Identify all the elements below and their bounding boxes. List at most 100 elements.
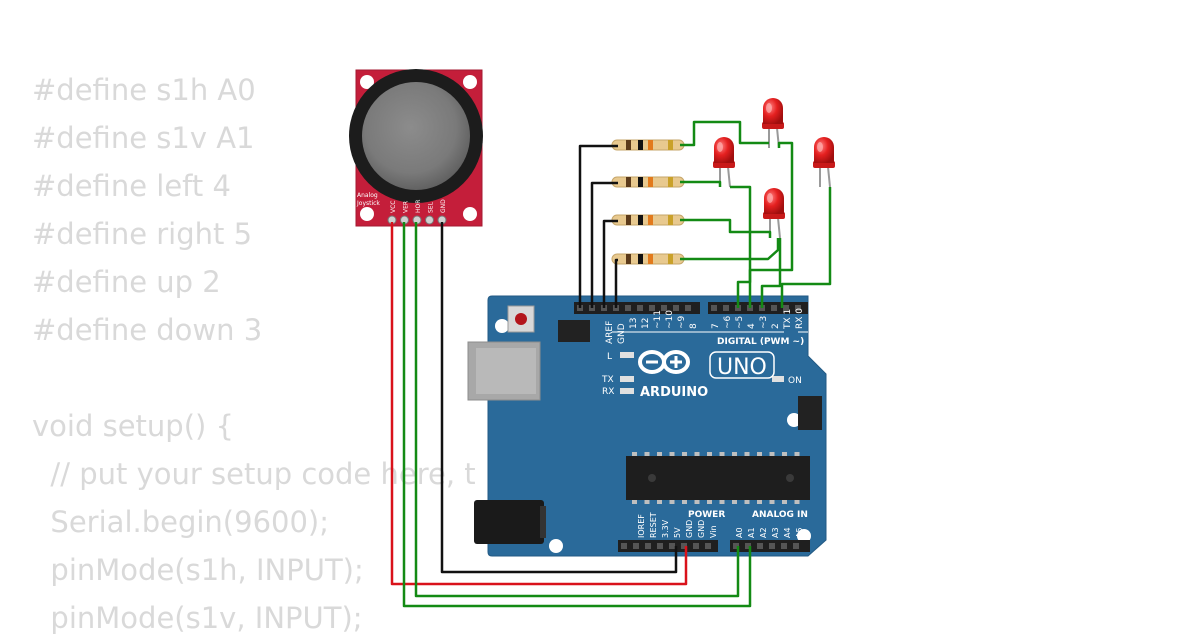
- resistor: [611, 176, 685, 188]
- header-pin: [649, 305, 655, 311]
- led-red: [812, 136, 836, 188]
- analog-pin-label: A4: [783, 527, 792, 538]
- wire-green: [680, 120, 769, 147]
- joystick-pin-label: GND: [440, 199, 447, 213]
- header-pin: [645, 543, 651, 549]
- analog-label: ANALOG IN: [752, 510, 808, 520]
- resistor: [611, 253, 685, 265]
- header-pin: [673, 305, 679, 311]
- resistor: [611, 139, 685, 151]
- header-pin: [793, 543, 799, 549]
- header-pin: [771, 305, 777, 311]
- power-pin-label: Vin: [709, 525, 718, 538]
- resistor: [611, 214, 685, 226]
- on-label: ON: [788, 376, 802, 386]
- gnd-label: GND: [617, 323, 627, 344]
- code-line: Serial.begin(9600);: [32, 505, 330, 539]
- pin-label: ~3: [759, 316, 769, 329]
- joystick-pin-label: HOR: [415, 200, 422, 213]
- code-line: #define right 5: [32, 217, 253, 251]
- led-red: [712, 136, 736, 188]
- arduino-logo-icon: [638, 350, 691, 374]
- analog-pin-label: A1: [747, 527, 756, 538]
- pin-label: 2: [771, 323, 781, 329]
- arduino-uno-board: ARDUINO UNO DIGITAL (PWM ~) ON L TX RX A…: [467, 295, 827, 557]
- pin-label: ~10: [665, 310, 675, 329]
- mount-hole: [549, 539, 563, 553]
- icsp-header: [558, 320, 822, 430]
- power-pin-label: RESET: [649, 512, 658, 538]
- power-pin-label: 3.3V: [661, 519, 670, 538]
- header-pin: [637, 305, 643, 311]
- analog-pin-label: A2: [759, 527, 768, 538]
- header-pin: [769, 543, 775, 549]
- header-pin: [621, 543, 627, 549]
- joystick-pin-label: VCC: [390, 201, 397, 213]
- pin-label: ~11: [653, 310, 663, 329]
- code-line: #define s1h A0: [32, 73, 256, 107]
- header-pin: [733, 543, 739, 549]
- pin-label: ~9: [677, 315, 687, 329]
- header-pin: [757, 543, 763, 549]
- header-pin: [661, 305, 667, 311]
- pin-label: 7: [711, 323, 721, 329]
- analog-pin-label: A5: [795, 527, 804, 538]
- pin-label: ~6: [723, 315, 733, 329]
- mount-hole: [495, 319, 509, 333]
- mount-hole: [797, 529, 811, 543]
- led-red: [761, 97, 785, 149]
- pin-label: 13: [629, 318, 639, 329]
- wire-black: [578, 144, 618, 308]
- header-pin: [723, 305, 729, 311]
- digital-label: DIGITAL (PWM ~): [717, 337, 804, 347]
- header-pin: [745, 543, 751, 549]
- header-pin: [657, 543, 663, 549]
- header-pin: [693, 543, 699, 549]
- header-pin: [781, 543, 787, 549]
- wire-green: [414, 222, 740, 598]
- joystick-knob: [362, 82, 470, 190]
- power-jack: [474, 500, 544, 544]
- joystick-label-2: Joystick: [356, 200, 380, 207]
- led-red: [762, 187, 786, 239]
- joystick-pin-label: SEL: [428, 201, 435, 213]
- pin-label: RX 0: [795, 308, 805, 329]
- wire-green: [760, 238, 782, 308]
- header-pin: [669, 543, 675, 549]
- code-line: #define up 2: [32, 265, 221, 299]
- pin-label: 8: [689, 323, 699, 329]
- tx-label: TX: [601, 375, 614, 385]
- code-line: #define s1v A1: [32, 121, 255, 155]
- wire-green: [680, 180, 722, 187]
- mount-hole: [787, 413, 801, 427]
- header-pin: [681, 543, 687, 549]
- code-editor: #define s1h A0#define s1v A1#define left…: [32, 66, 476, 642]
- rx-label: RX: [602, 387, 614, 397]
- header-pin: [795, 305, 801, 311]
- power-pin-label: GND: [685, 520, 694, 538]
- code-line: pinMode(s1h, INPUT);: [32, 553, 364, 587]
- board-brand: ARDUINO: [640, 385, 708, 400]
- wire-green: [680, 238, 780, 261]
- header-pin: [705, 543, 711, 549]
- atmega-chip: [626, 456, 810, 500]
- wire-black: [440, 222, 678, 574]
- wire-red: [390, 222, 688, 586]
- joystick-pin-label: VER: [403, 201, 410, 213]
- l-label: L: [607, 352, 612, 362]
- wire-green: [780, 187, 832, 308]
- board-model: UNO: [717, 355, 767, 380]
- aref-label: AREF: [605, 321, 615, 344]
- header-pin: [783, 305, 789, 311]
- power-label: POWER: [688, 510, 725, 520]
- pin-label: 4: [747, 323, 757, 329]
- wire-black: [590, 181, 618, 308]
- pin-label: ~5: [735, 316, 745, 329]
- wire-green: [730, 185, 752, 308]
- header-pin: [685, 305, 691, 311]
- wire-black: [602, 219, 618, 308]
- analog-pin-label: A3: [771, 527, 780, 538]
- power-pin-label: 5V: [673, 527, 682, 538]
